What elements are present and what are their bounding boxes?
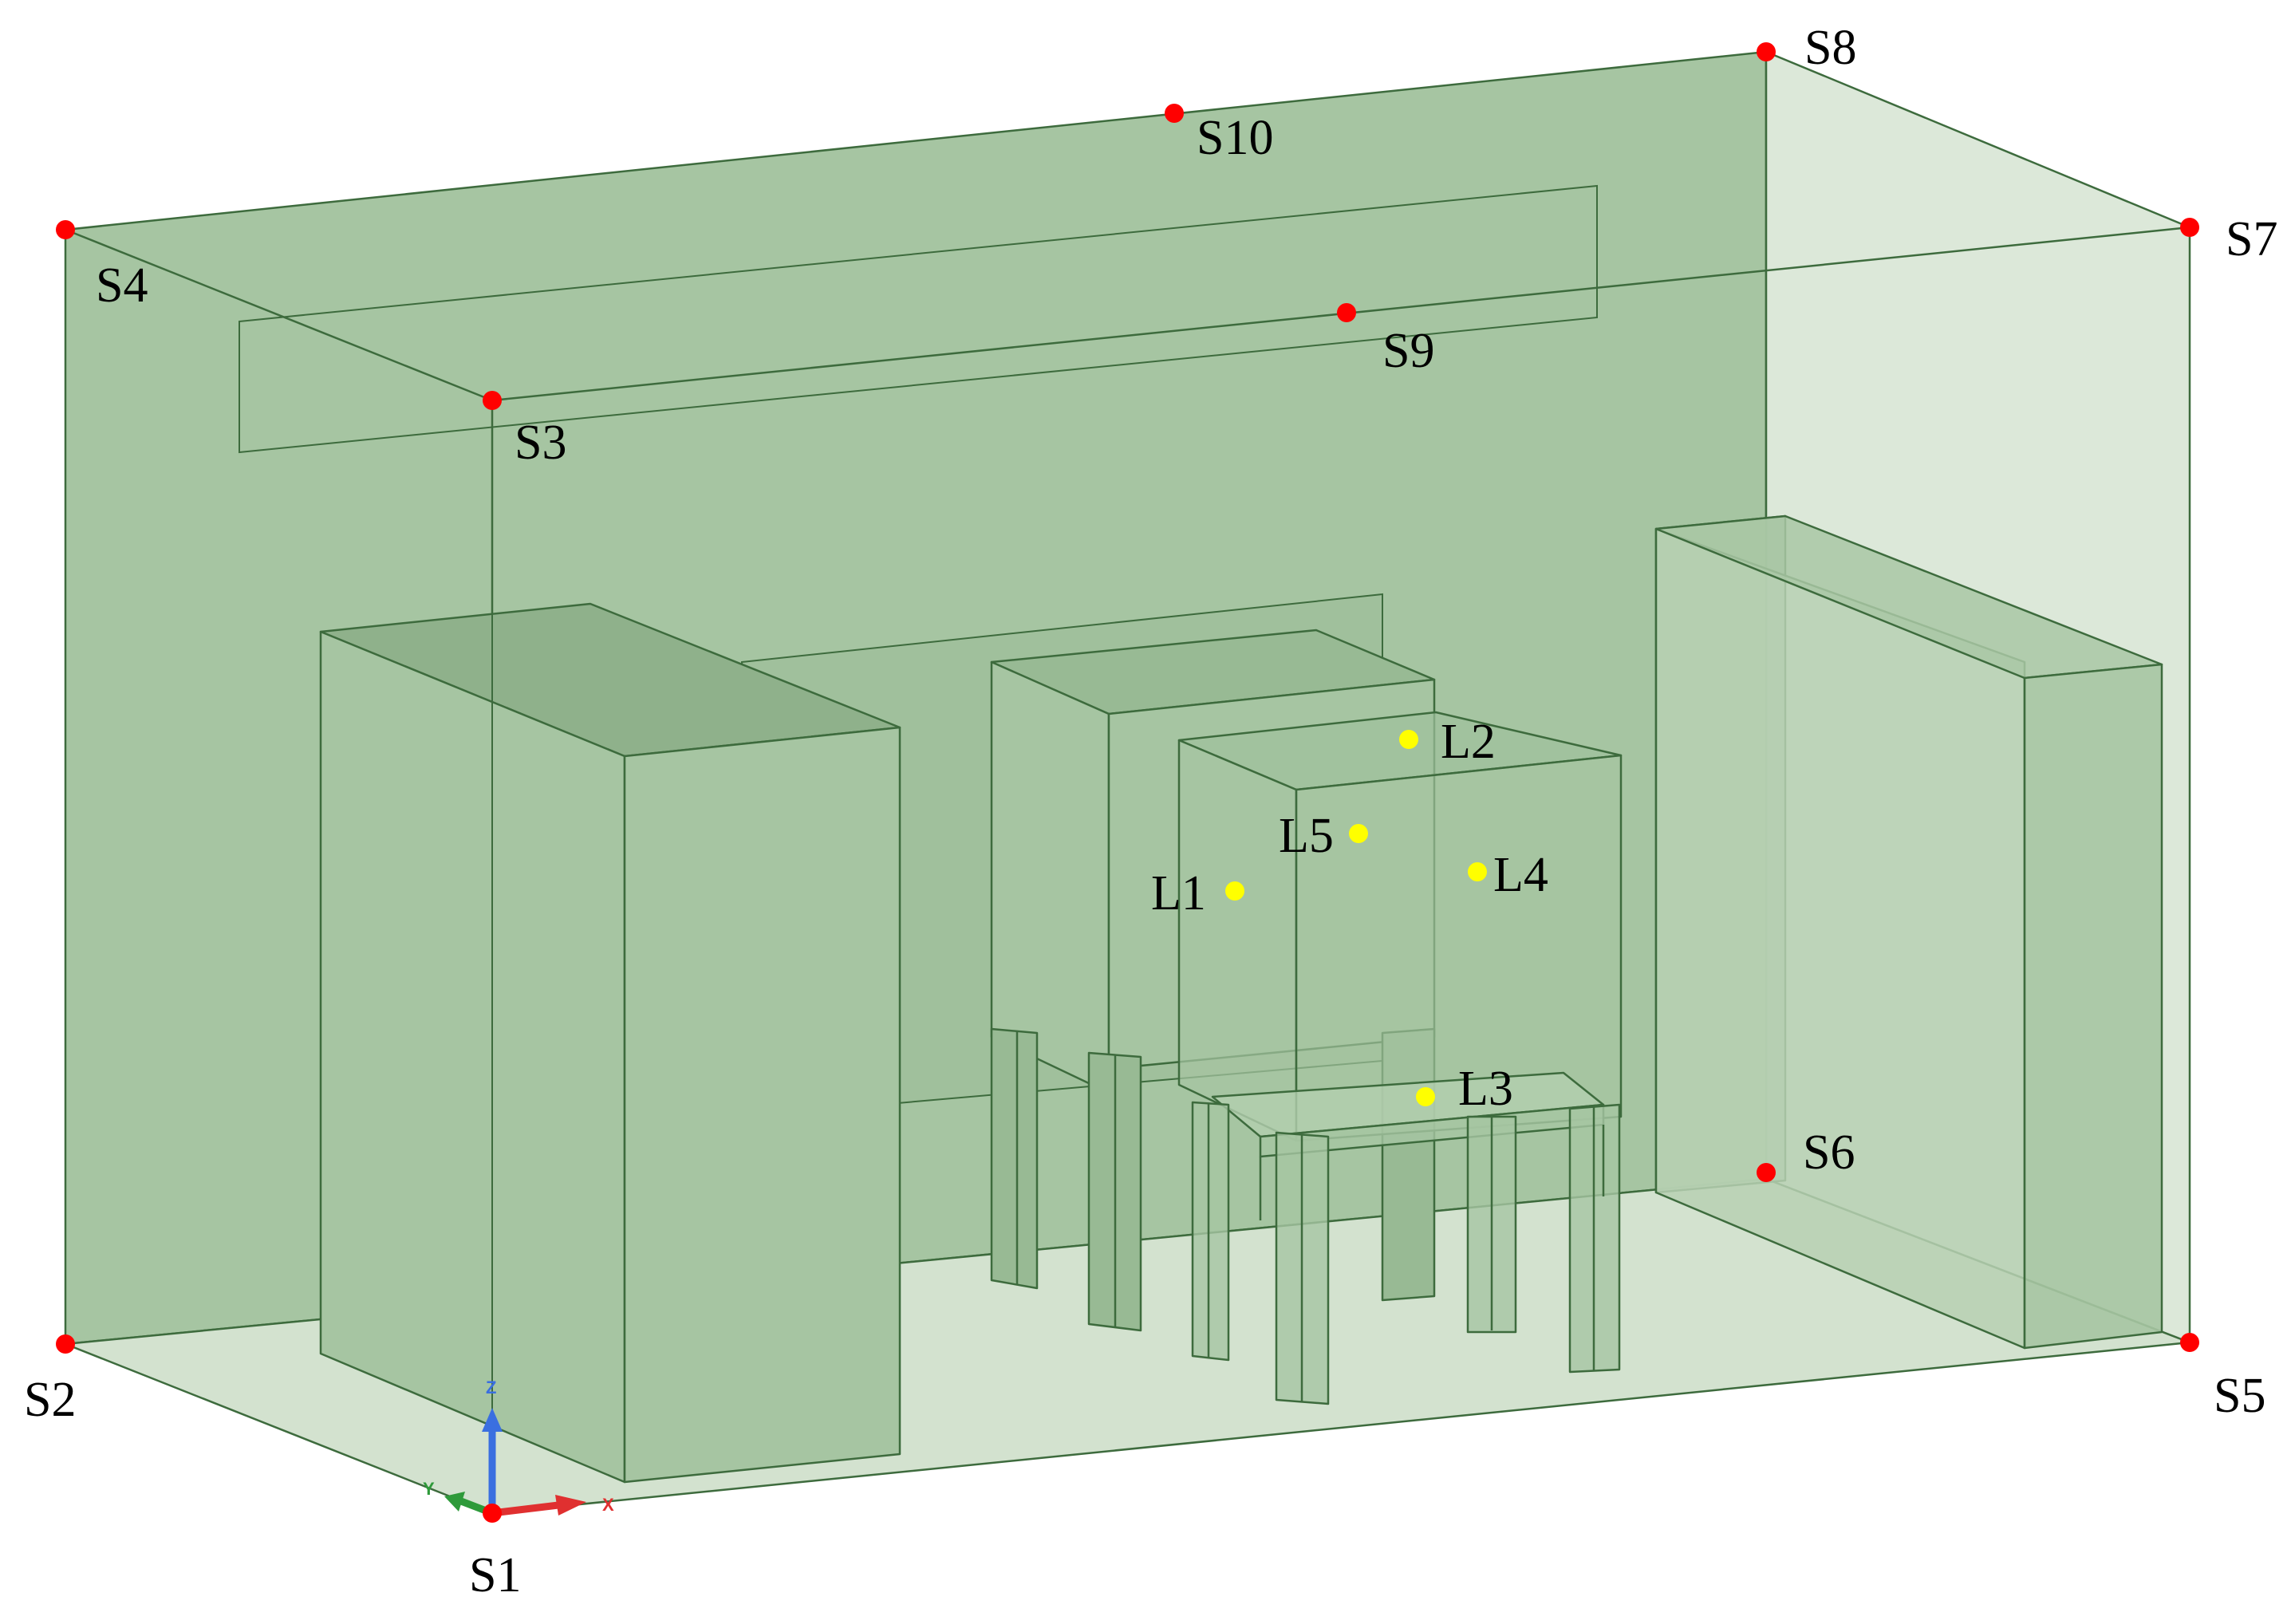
sensor-s3 [483, 391, 502, 410]
label-s4: S4 [96, 258, 148, 313]
sensor-points [56, 42, 2199, 1523]
measure-points [1225, 730, 1487, 1106]
label-s10: S10 [1197, 111, 1273, 165]
sensor-s1 [483, 1504, 502, 1523]
sensor-s9 [1337, 303, 1356, 322]
sensor-s7 [2180, 218, 2199, 237]
left-cabinet-side [319, 630, 626, 1484]
right-cabinet-face [2023, 663, 2163, 1350]
sensor-s4 [56, 220, 75, 239]
axis-y-arrow [444, 1492, 465, 1512]
label-l4: L4 [1493, 848, 1548, 902]
chair-backrest-left [1177, 739, 1298, 1142]
axis-x-arrow [555, 1495, 586, 1516]
right-cabinet [1654, 514, 2163, 1350]
label-l1: L1 [1151, 866, 1206, 920]
label-s8: S8 [1804, 21, 1856, 75]
sensor-s5 [2180, 1333, 2199, 1352]
point-labels: S1 S2 S3 S4 S5 S6 S7 S8 S9 S10 L1 L2 L3 … [24, 21, 2277, 1602]
sensor-s2 [56, 1334, 75, 1354]
sensor-s10 [1165, 104, 1184, 123]
point-l1 [1225, 881, 1244, 901]
sensor-s6 [1757, 1163, 1776, 1182]
desk-body-left [990, 660, 1110, 1094]
chair [1177, 711, 1623, 1405]
label-l3: L3 [1458, 1062, 1513, 1116]
left-cabinet [319, 602, 901, 1484]
desk-leg-1 [990, 1027, 1039, 1290]
label-s9: S9 [1382, 324, 1434, 378]
axis-x-label: X [602, 1495, 614, 1515]
label-l2: L2 [1441, 715, 1496, 769]
chair-leg-1 [1191, 1101, 1230, 1362]
label-s5: S5 [2214, 1369, 2265, 1423]
chair-backrest-front [1295, 754, 1623, 1142]
label-s3: S3 [515, 416, 566, 470]
axis-y-label: Y [423, 1479, 435, 1499]
point-l3 [1416, 1087, 1435, 1106]
axis-z-label: Z [486, 1378, 496, 1397]
label-s6: S6 [1803, 1125, 1855, 1180]
label-s2: S2 [24, 1373, 76, 1427]
label-s7: S7 [2226, 212, 2277, 266]
axis-z-arrow [482, 1408, 503, 1432]
point-l2 [1399, 730, 1418, 749]
sensor-s8 [1757, 42, 1776, 61]
label-l5: L5 [1279, 809, 1334, 863]
point-l4 [1468, 862, 1487, 881]
label-s1: S1 [469, 1548, 521, 1602]
left-cabinet-front [623, 726, 901, 1484]
ceiling-vent [239, 184, 1598, 454]
axis-x-line [491, 1501, 559, 1517]
point-l5 [1349, 824, 1368, 843]
